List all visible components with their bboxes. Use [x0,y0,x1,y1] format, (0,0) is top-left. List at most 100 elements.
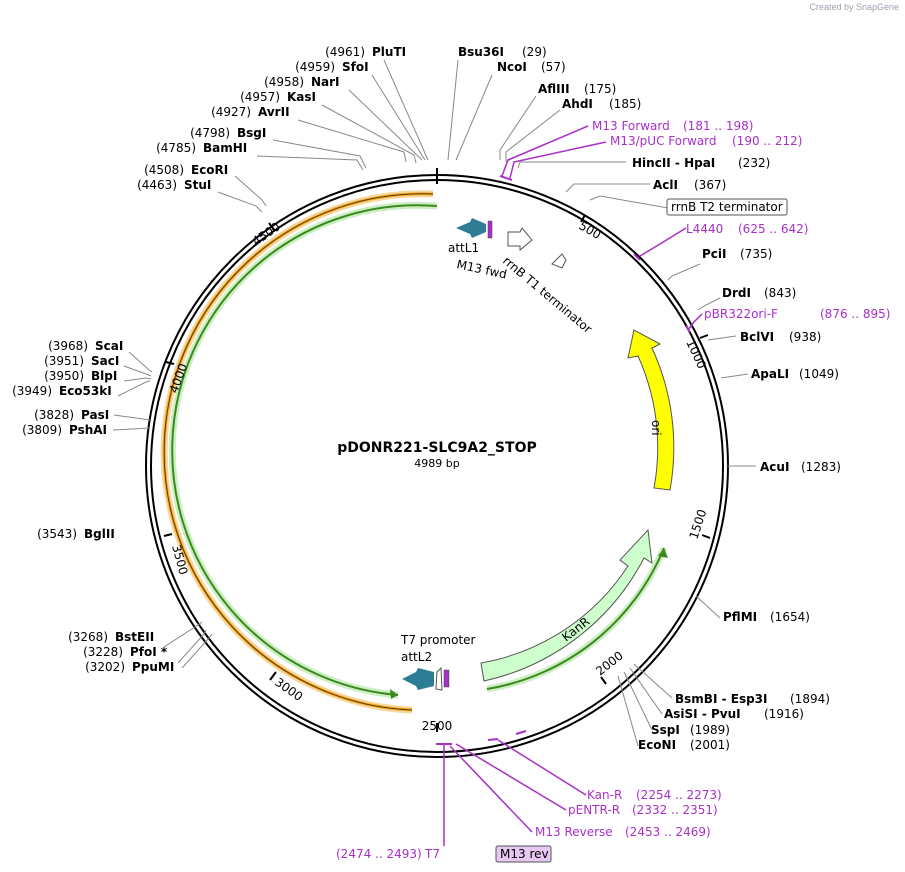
enzyme-bclvi: BclVI [740,330,774,344]
enzyme-pos-pluti: (4961) [325,45,365,59]
enzyme-pos-bamhi: (4785) [156,141,196,155]
rrnb-t1-feature [507,227,533,252]
enzyme-pos-ahdi: (185) [609,97,641,111]
enzyme-ahdi: AhdI [562,97,593,111]
m13-rev-boxed-label: M13 rev [495,845,552,863]
plasmid-size: 4989 bp [414,457,459,470]
m13fwd-feature [487,220,493,239]
enzyme-pos-acli: (367) [694,178,726,192]
enzyme-econi: EcoNI [638,738,676,752]
enzyme-pos-econi: (2001) [690,738,730,752]
primer-labels: M13 Forward (181 .. 198) M13/pUC Forward… [336,119,890,861]
enzyme-pos-scai: (3968) [48,339,88,353]
enzyme-pos-asisi-pvui: (1916) [764,707,804,721]
enzyme-pos-ppumi: (3202) [85,660,125,674]
enzyme-pos-sspi: (1989) [690,723,730,737]
enzyme-avrii: AvrII [258,105,290,119]
right-enzyme-labels: Bsu36I (29) NcoI (57) AflIII (175) AhdI … [458,45,841,752]
enzyme-pos-bclvi: (938) [789,330,821,344]
primer-pentr-r: pENTR-R [568,803,620,817]
kanr-feature [480,528,653,682]
enzyme-pos-eco53ki: (3949) [12,384,52,398]
enzyme-pos-bsu36i: (29) [522,45,547,59]
enzyme-acli: AclI [653,178,678,192]
enzyme-ecori: EcoRI [191,163,228,177]
rrnb-t2-boxed-label: rrnB T2 terminator [666,198,788,216]
primer-range-m13-forward: (181 .. 198) [683,119,753,133]
enzyme-pos-sfoi: (4959) [295,60,335,74]
m13rev-feature [443,669,450,688]
attl1-label: attL1 [448,241,479,255]
insert-arcs [160,190,668,714]
enzyme-stui: StuI [184,178,211,192]
enzyme-pos-pflmi: (1654) [770,610,810,624]
enzyme-pos-drdi: (843) [764,286,796,300]
enzyme-pos-ncoi: (57) [541,60,566,74]
primer-marks [436,175,691,745]
enzyme-pos-avrii: (4927) [211,105,251,119]
enzyme-sfoi: SfoI [342,60,369,74]
primer-range-pbr322ori-f: (876 .. 895) [820,307,890,321]
enzyme-kasi: KasI [287,90,316,104]
enzyme-ncoi: NcoI [497,60,527,74]
enzyme-afliii: AflIII [538,82,570,96]
enzyme-bsmbi-esp3i: BsmBI - Esp3I [675,692,767,706]
attl1-feature [456,218,486,238]
enzyme-pluti: PluTI [372,45,406,59]
t7-promoter-label: T7 promoter [400,633,476,647]
enzyme-pos-blpi: (3950) [44,369,84,383]
primer-m13-forward: M13 Forward [592,119,670,133]
enzyme-pasi: PasI [81,408,109,422]
enzyme-pos-nari: (4958) [264,75,304,89]
enzyme-bsgi: BsgI [237,126,266,140]
enzyme-ppumi: PpuMI [132,660,174,674]
enzyme-pos-pcii: (735) [740,247,772,261]
enzyme-pos-apali: (1049) [799,367,839,381]
tick-500: 500 [577,218,604,242]
enzyme-pos-bsmbi-esp3i: (1894) [790,692,830,706]
enzyme-drdi: DrdI [722,286,751,300]
primer-l4440: L4440 [686,222,723,236]
t7-promoter-feature [435,666,443,691]
enzyme-bglii: BglII [84,527,115,541]
enzyme-hincii-hpai: HincII - HpaI [632,156,715,170]
enzyme-scai: ScaI [95,339,123,353]
primer-range-pentr-r: (2332 .. 2351) [632,803,718,817]
left-enzyme-labels: (4961) PluTI (4959) SfoI (4958) NarI (49… [12,45,406,674]
tick-4000: 4000 [167,362,191,395]
svg-text:M13 rev: M13 rev [500,847,549,861]
primer-leaders [443,125,703,846]
tick-2000: 2000 [593,649,626,679]
ori-feature [627,329,675,491]
primer-range-t7: (2474 .. 2493) [336,847,422,861]
attl2-label: attL2 [401,650,432,664]
enzyme-blpi: BlpI [91,369,117,383]
enzyme-pos-ecori: (4508) [144,163,184,177]
enzyme-pos-stui: (4463) [137,178,177,192]
plasmid-name: pDONR221-SLC9A2_STOP [337,440,536,456]
enzyme-pos-hincii-hpai: (232) [738,156,770,170]
snapgene-credit: Created by SnapGene [809,2,899,12]
enzyme-apali: ApaLI [751,367,789,381]
enzyme-eco53ki: Eco53kI [59,384,112,398]
enzyme-pos-bsgi: (4798) [190,126,230,140]
rrnb-t1-label: rrnB T1 terminator [500,254,595,337]
enzyme-acui: AcuI [760,460,789,474]
enzyme-sspi: SspI [651,723,680,737]
enzyme-bsu36i: Bsu36I [458,45,504,59]
enzyme-pos-pfoi: (3228) [83,645,123,659]
primer-pbr322ori-f: pBR322ori-F [704,307,778,321]
ori-label: ori [649,420,663,436]
primer-m13-puc-forward: M13/pUC Forward [610,134,717,148]
enzyme-pos-acui: (1283) [801,460,841,474]
m13fwd-label: M13 fwd [455,257,508,281]
enzyme-pos-afliii: (175) [584,82,616,96]
enzyme-pos-saci: (3951) [44,354,84,368]
enzyme-pfoi: PfoI * [130,645,168,659]
primer-range-kan-r: (2254 .. 2273) [636,788,722,802]
svg-text:rrnB T2 terminator: rrnB T2 terminator [671,200,783,214]
enzyme-bsteii: BstEII [115,630,154,644]
left-leaders [112,59,429,669]
primer-range-m13-puc-forward: (190 .. 212) [732,134,802,148]
enzyme-bamhi: BamHI [203,141,247,155]
